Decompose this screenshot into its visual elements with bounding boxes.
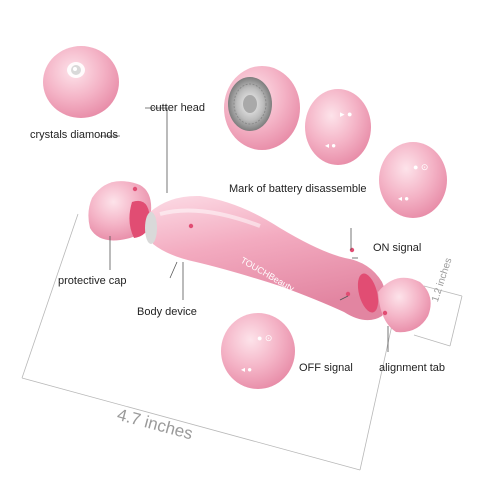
crystals-diamonds-ball [43, 46, 119, 118]
svg-text:● ⊙: ● ⊙ [257, 333, 272, 343]
cutter-head-ball [224, 66, 300, 150]
length-dimension-lines [21, 213, 393, 471]
label-protective-cap: protective cap [58, 275, 127, 287]
position-dots [132, 186, 355, 297]
svg-text:● ⊙: ● ⊙ [413, 162, 428, 172]
main-body-device: TOUCHBeauty [145, 195, 387, 321]
battery-end-cap [378, 277, 431, 333]
svg-text:◂ ●: ◂ ● [325, 141, 336, 150]
label-alignment-tab: alignment tab [379, 362, 446, 374]
protective-cap [88, 181, 152, 241]
battery-mark-ball-lower: ● ⊙ ◂ ● [379, 142, 447, 218]
off-signal-ball: ● ⊙ ◂ ● [221, 313, 295, 389]
svg-text:◂ ●: ◂ ● [241, 365, 252, 374]
label-cutter-head: cutter head [150, 102, 206, 114]
label-off-signal: OFF signal [299, 362, 353, 374]
label-battery-mark: Mark of battery disassemble [229, 183, 367, 195]
label-crystals-diamonds: crystals diamonds [30, 129, 119, 141]
svg-text:▸ ●: ▸ ● [340, 109, 352, 119]
label-on-signal: ON signal [373, 242, 422, 254]
leader-lines [100, 107, 389, 352]
svg-text:◂ ●: ◂ ● [398, 194, 409, 203]
label-body-device: Body device [137, 306, 197, 318]
battery-mark-ball-upper: ▸ ● ◂ ● [305, 89, 371, 165]
diameter-dimension-lines [413, 285, 463, 347]
